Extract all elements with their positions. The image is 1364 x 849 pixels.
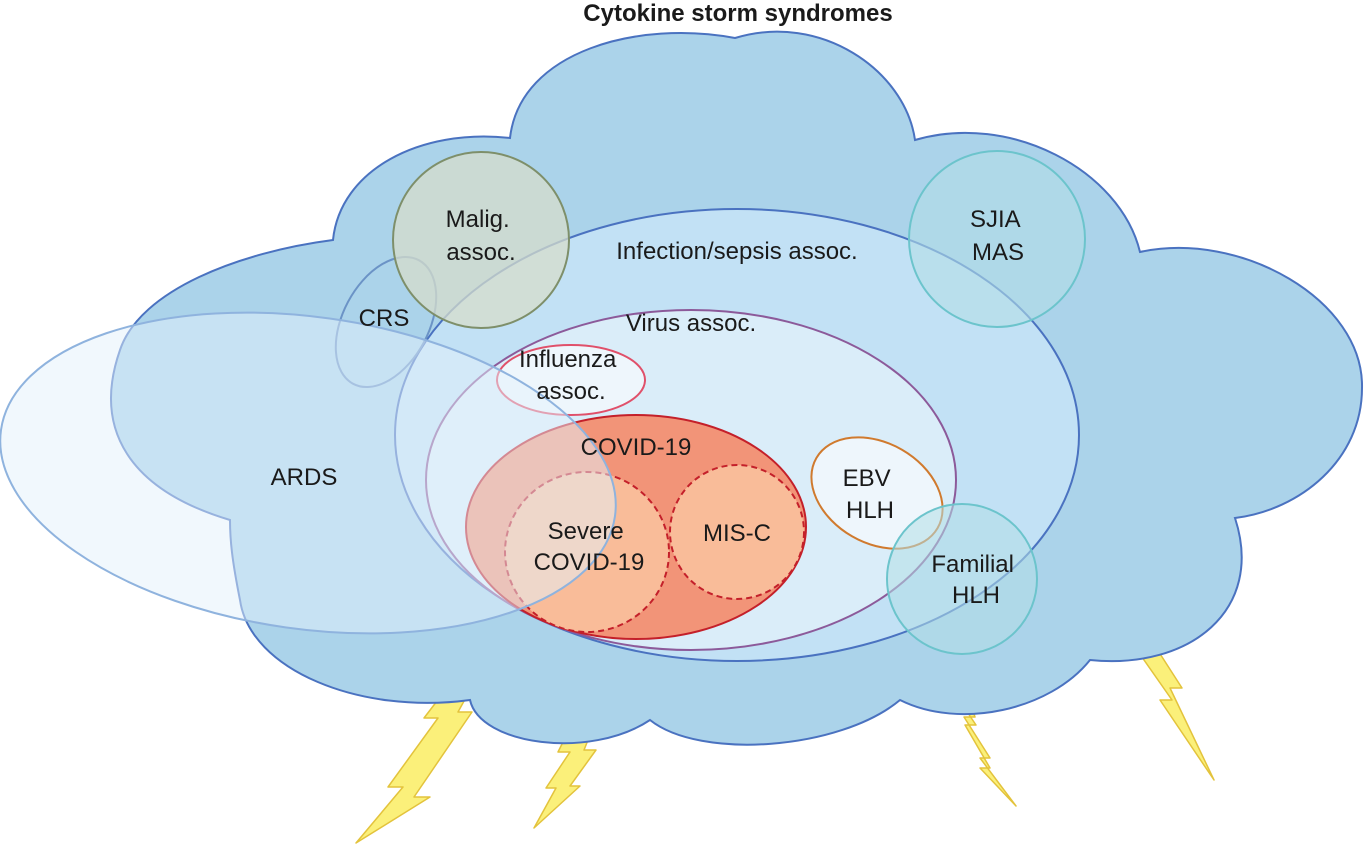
ebv-label-line2: HLH — [846, 497, 894, 524]
covid-19-label: COVID-19 — [581, 434, 692, 461]
malignancy-circle — [392, 151, 570, 329]
familial-label-line2: HLH — [952, 582, 1000, 609]
crs-label: CRS — [359, 305, 410, 332]
sjia-mas-circle — [908, 150, 1086, 328]
mis-c-label: MIS-C — [703, 520, 771, 547]
sjia-mas-label: SJIA MAS — [970, 206, 1026, 266]
familial-label-line1: Familial — [931, 551, 1014, 578]
ebv-hlh-label: EBV HLH — [843, 465, 898, 524]
influenza-label: Influenza assoc. — [519, 346, 623, 405]
diagram-title: Cytokine storm syndromes — [583, 0, 892, 27]
mis-c-ellipse — [669, 464, 805, 600]
sjia-label-line1: SJIA — [970, 206, 1021, 233]
malignancy-label-line2: assoc. — [446, 239, 515, 266]
familial-hlh-circle — [886, 503, 1038, 655]
severe-covid-19-label: Severe COVID-19 — [534, 518, 645, 576]
influenza-label-line1: Influenza — [519, 346, 617, 373]
familial-hlh-label: Familial HLH — [931, 551, 1020, 609]
sjia-label-line2: MAS — [972, 239, 1024, 266]
ebv-label-line1: EBV — [843, 465, 891, 492]
ards-ellipse — [0, 311, 617, 635]
virus-label: Virus assoc. — [626, 310, 756, 337]
influenza-label-line2: assoc. — [536, 378, 605, 405]
malignancy-label: Malig. assoc. — [446, 206, 517, 266]
malignancy-label-line1: Malig. — [446, 206, 510, 233]
severe-covid-label-line2: COVID-19 — [534, 549, 645, 576]
ards-label: ARDS — [271, 464, 338, 491]
infection-sepsis-label: Infection/sepsis assoc. — [616, 238, 857, 265]
severe-covid-label-line1: Severe — [548, 518, 624, 545]
